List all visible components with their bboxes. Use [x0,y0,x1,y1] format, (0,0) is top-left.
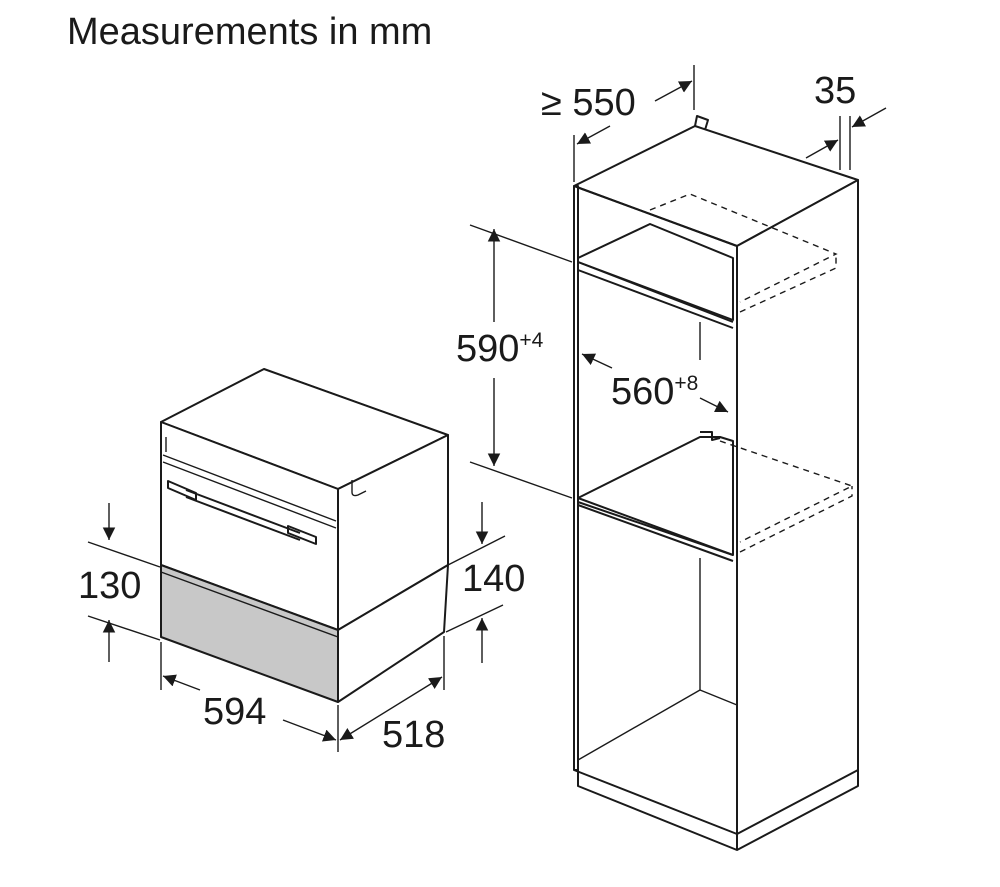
appliance-dimension-lines [87,502,506,752]
cabinet-drawing [573,115,859,851]
opening-height-tolerance: +4 [519,329,543,352]
cabinet-depth-label: ≥ 550 [541,82,636,124]
niche-height-label: 140 [462,558,525,600]
cabinet-dimension-lines [469,65,887,499]
depth-label: 518 [382,714,445,756]
width-label: 594 [203,691,266,733]
oven-handle [167,480,317,545]
opening-width-label: 560+8 [611,371,698,413]
appliance-drawing [160,368,449,703]
opening-width-tolerance: +8 [674,372,698,395]
hinge-detail [351,480,367,497]
opening-height-value: 590 [456,328,519,370]
cabinet-side [736,179,859,835]
opening-width-value: 560 [611,371,674,413]
panel-thickness-label: 35 [814,70,856,112]
drawer-height-label: 130 [78,565,141,607]
drawer-side [337,564,449,703]
page-title: Measurements in mm [67,11,432,53]
opening-height-label: 590+4 [456,328,544,370]
